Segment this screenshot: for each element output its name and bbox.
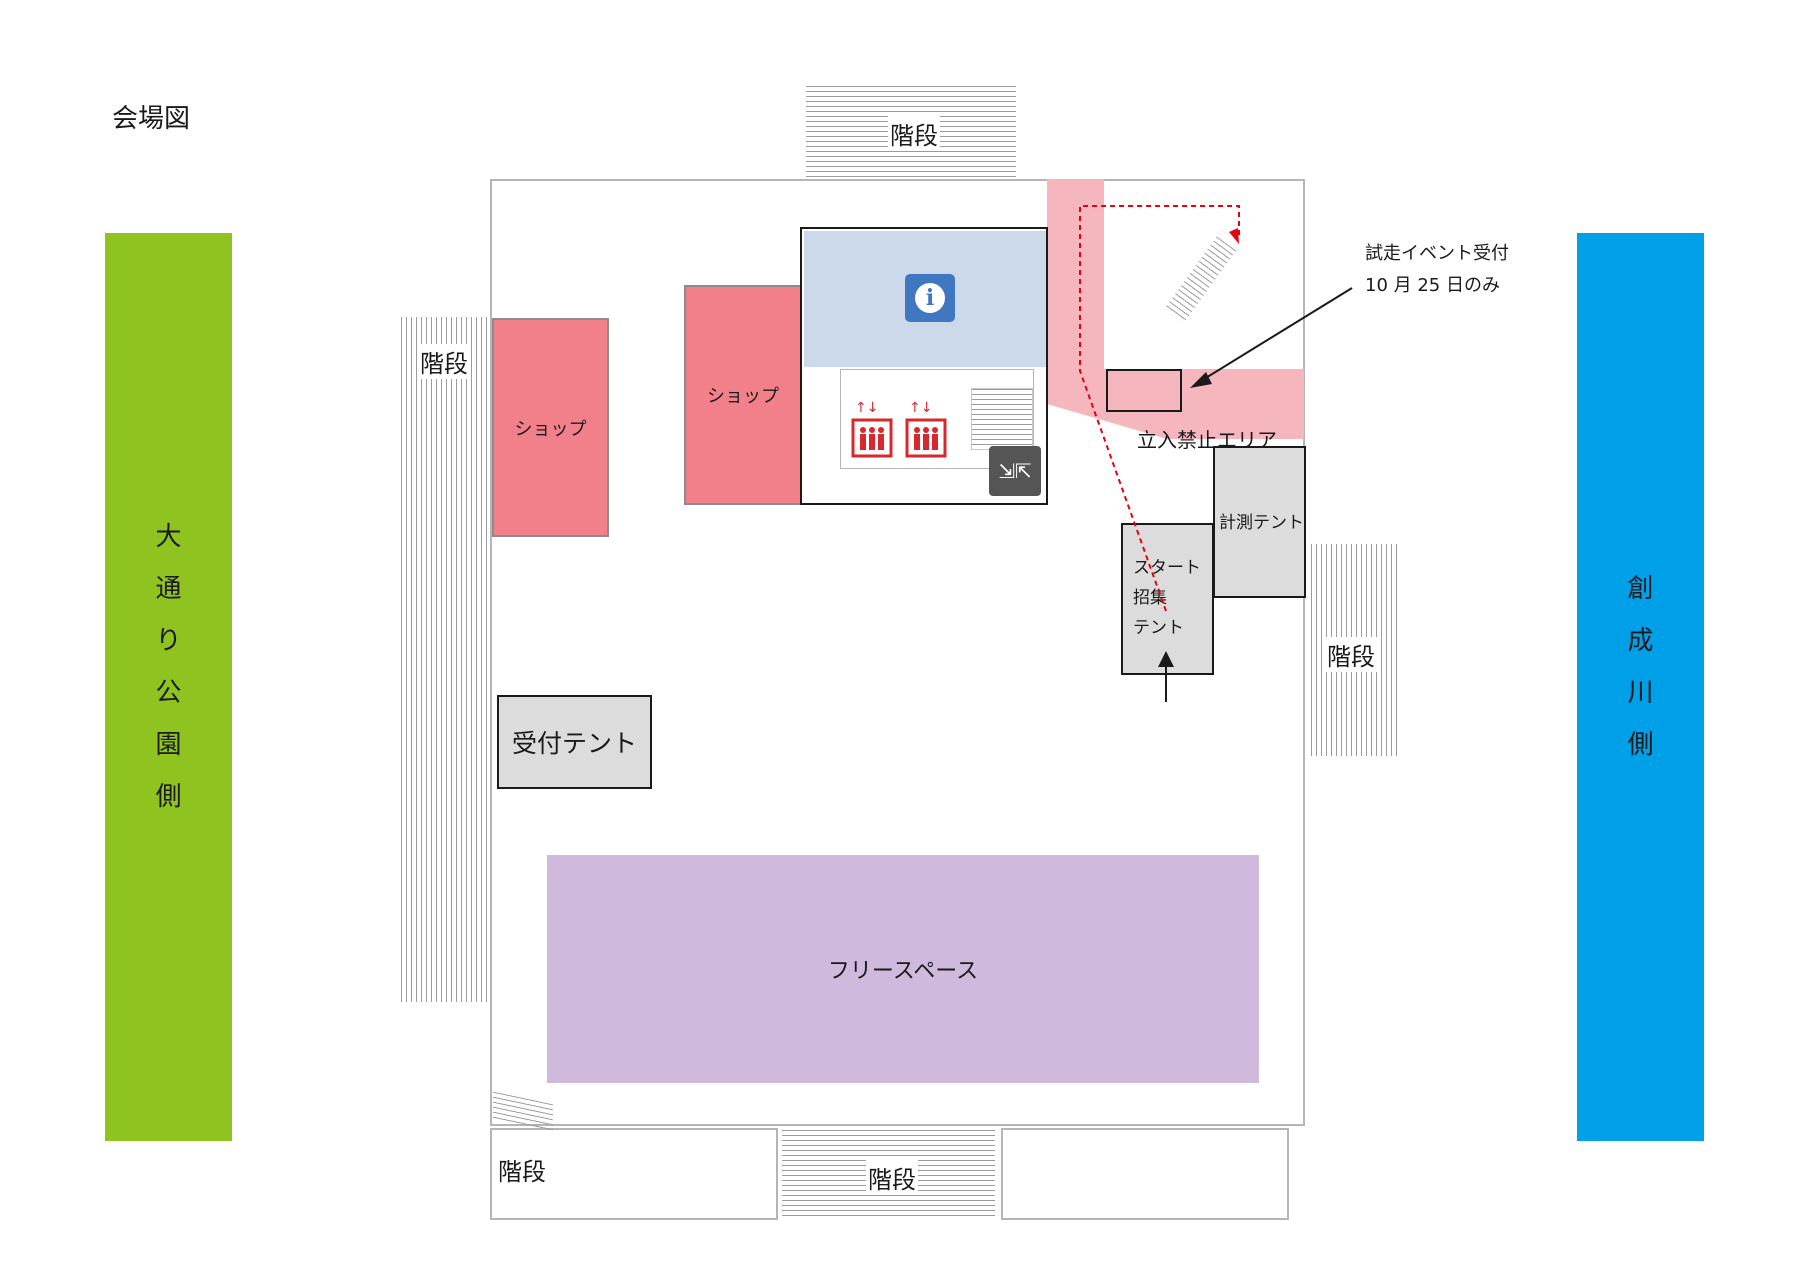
shop-left-label: ショップ <box>514 418 587 440</box>
stairs-icon <box>971 388 1033 450</box>
stairs-right-label: 階段 <box>1325 637 1377 672</box>
trial-event-note: 試走イベント受付 10 月 25 日のみ <box>1365 238 1509 302</box>
trial-event-reception-box <box>1106 369 1182 412</box>
svg-text:↑↓: ↑↓ <box>909 400 932 416</box>
stairs-top-label: 階段 <box>888 116 940 151</box>
escalator-icon: ⇲⇱ <box>989 446 1041 496</box>
information-building: i ↑↓ ↑↓ ⇲⇱ <box>800 227 1048 505</box>
trial-event-note-line1: 試走イベント受付 <box>1365 243 1509 264</box>
elevator-icon: ↑↓ <box>851 400 893 458</box>
start-tent-line-3: テント <box>1133 618 1184 638</box>
odori-park-side-label: 大通り公園側 <box>155 522 182 812</box>
start-tent-line-2: 招集 <box>1133 588 1167 608</box>
elevator-icon-2: ↑↓ <box>905 400 947 458</box>
stairs-left-label: 階段 <box>418 344 470 379</box>
info-icon: i <box>905 274 955 322</box>
timing-tent: 計測テント <box>1213 446 1306 598</box>
stairs-left <box>401 317 488 1002</box>
trial-event-note-line2: 10 月 25 日のみ <box>1365 275 1500 296</box>
information-area: i <box>804 231 1046 367</box>
stairs-bottom-center-label: 階段 <box>866 1160 918 1195</box>
odori-park-side-band: 大通り公園側 <box>105 233 232 1141</box>
free-space-label: フリースペース <box>827 959 979 984</box>
shop-center: ショップ <box>684 285 802 505</box>
timing-tent-label: 計測テント <box>1219 513 1304 533</box>
elevator-area: ↑↓ ↑↓ <box>840 369 1034 469</box>
shop-center-label: ショップ <box>707 386 779 407</box>
shop-left: ショップ <box>492 318 609 537</box>
reception-tent-label: 受付テント <box>511 729 637 758</box>
start-tent-line-1: スタート <box>1133 558 1201 578</box>
start-muster-tent: スタート 招集 テント <box>1121 523 1214 675</box>
bottom-right-box <box>1001 1128 1289 1220</box>
sosei-river-side-band: 創成川側 <box>1577 233 1704 1141</box>
stairs-bottom-left-label: 階段 <box>496 1152 548 1187</box>
sosei-river-side-label: 創成川側 <box>1627 574 1654 760</box>
free-space: フリースペース <box>547 855 1259 1083</box>
reception-tent: 受付テント <box>497 695 652 789</box>
page-title: 会場図 <box>112 104 191 134</box>
svg-text:↑↓: ↑↓ <box>855 400 878 416</box>
